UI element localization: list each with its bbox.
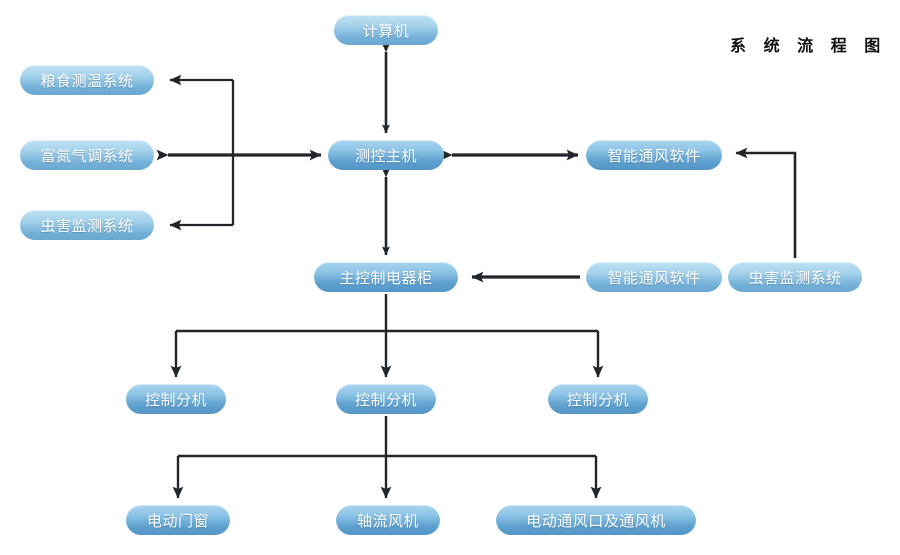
node-main-cabinet[interactable]: 主控制电器柜: [314, 262, 458, 292]
edge-subunit-to-actuators: [172, 416, 602, 499]
node-vent-software-mid[interactable]: 智能通风软件: [586, 262, 722, 292]
node-computer[interactable]: 计算机: [334, 15, 438, 45]
edge-cabinet-to-subunits: [170, 294, 604, 378]
node-sub-left[interactable]: 控制分机: [126, 384, 226, 414]
node-grain-temp[interactable]: 粮食测温系统: [20, 65, 154, 95]
node-axial-fan[interactable]: 轴流风机: [336, 505, 440, 535]
node-sub-right[interactable]: 控制分机: [548, 384, 648, 414]
node-pest-right[interactable]: 虫害监测系统: [728, 262, 862, 292]
edge-pest-right-vent-software: [735, 147, 797, 258]
edge-left-bus: [169, 74, 235, 231]
node-sub-mid[interactable]: 控制分机: [336, 384, 436, 414]
node-vent-fan[interactable]: 电动通风口及通风机: [496, 505, 696, 535]
node-door-window[interactable]: 电动门窗: [126, 505, 230, 535]
node-host[interactable]: 测控主机: [328, 140, 444, 170]
diagram-title: 系 统 流 程 图: [730, 36, 887, 55]
node-nitrogen[interactable]: 富氮气调系统: [20, 140, 154, 170]
node-vent-software-top[interactable]: 智能通风软件: [586, 140, 722, 170]
node-pest-left[interactable]: 虫害监测系统: [20, 210, 154, 240]
